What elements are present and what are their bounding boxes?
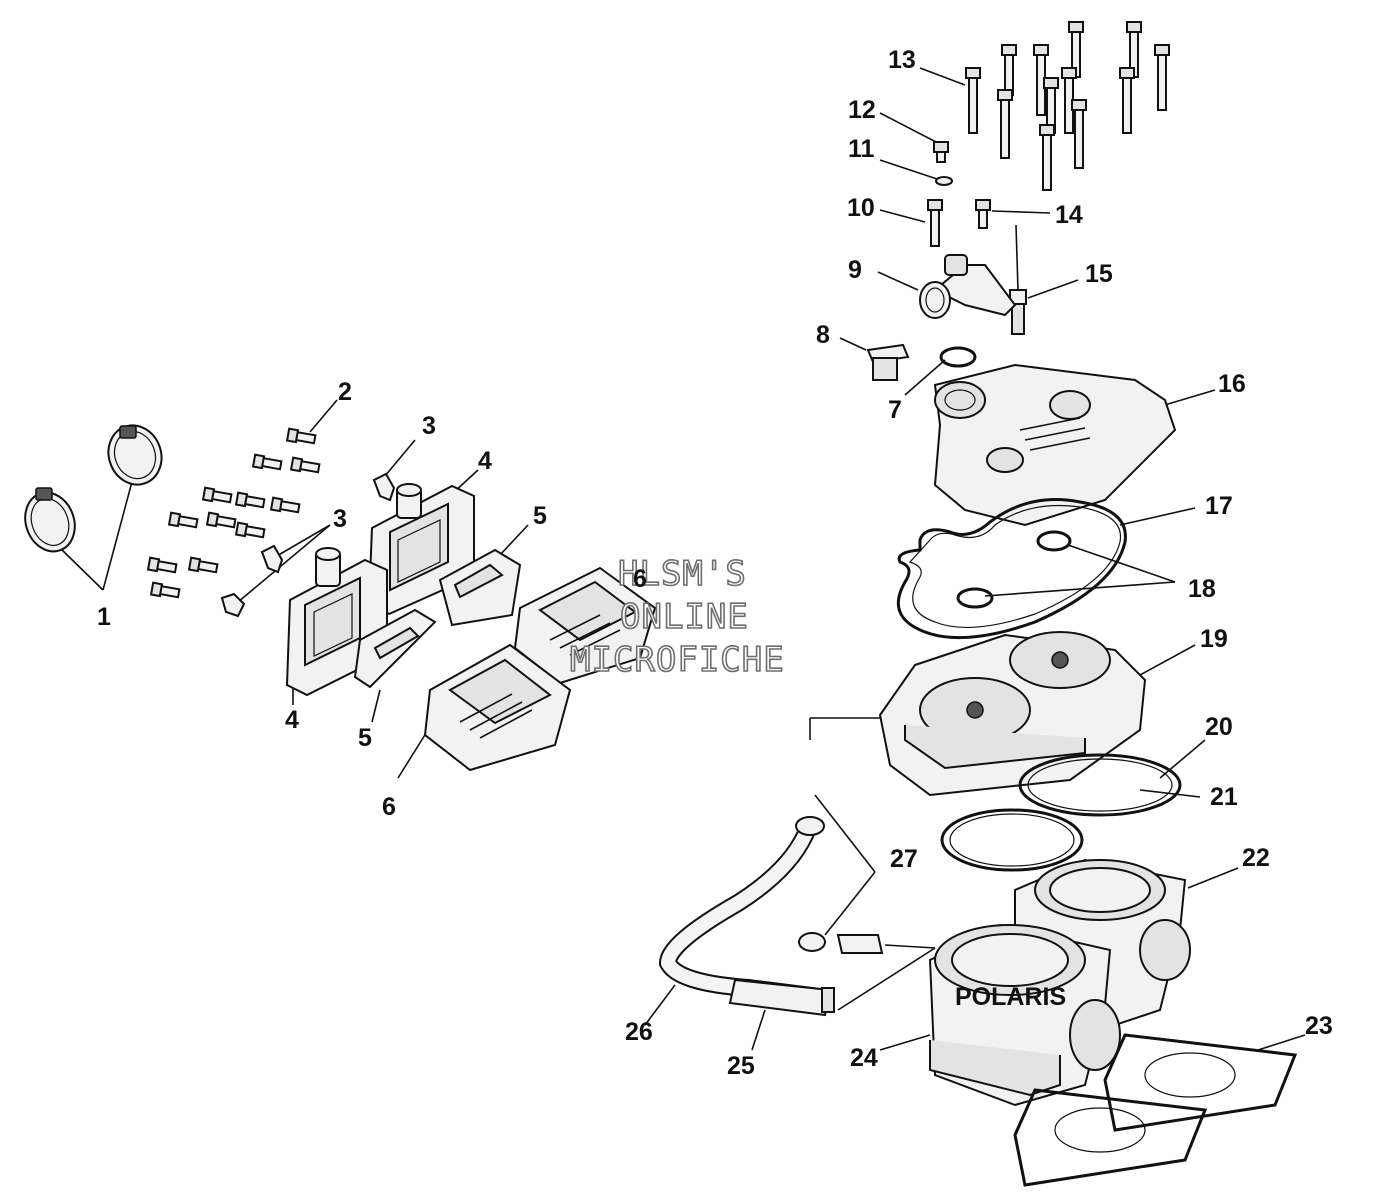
- washer-11: [935, 176, 953, 186]
- callout-26: 26: [625, 1018, 653, 1046]
- cylinder-brand-text: POLARIS: [955, 983, 1066, 1011]
- callout-3: 3: [422, 412, 436, 440]
- watermark-line-1: HLSM'S: [618, 554, 747, 594]
- head-cover-16: [933, 363, 1177, 527]
- leader-lines: [59, 67, 1306, 1051]
- callout-27: 27: [890, 845, 918, 873]
- callout-labels: 1 2 3 3 4 4 5 5 6 6 7 8 9 10 11 12 13 14…: [97, 46, 1333, 1080]
- coolant-hose-26: [658, 824, 830, 1007]
- callout-12: 12: [848, 96, 876, 124]
- reed-stop-5a: [438, 548, 522, 627]
- hose-clamp-1a: [107, 424, 163, 486]
- callout-8: 8: [816, 321, 830, 349]
- callout-1: 1: [97, 603, 111, 631]
- callout-20: 20: [1205, 713, 1233, 741]
- callout-5: 5: [358, 724, 372, 752]
- callout-10: 10: [847, 194, 875, 222]
- callout-6: 6: [382, 793, 396, 821]
- callout-18: 18: [1188, 575, 1216, 603]
- base-gaskets-23: [1013, 1033, 1298, 1187]
- reed-valve-6b: [423, 643, 572, 772]
- callout-9: 9: [848, 256, 862, 284]
- clip-3c: [220, 592, 246, 618]
- temp-sensor-15: [1009, 224, 1027, 335]
- thermostat-housing-9: [919, 254, 1017, 319]
- hose-clamp-1b: [24, 487, 76, 553]
- o-rings-18: [956, 530, 1072, 609]
- callout-3: 3: [333, 505, 347, 533]
- callout-19: 19: [1200, 625, 1228, 653]
- callout-25: 25: [727, 1052, 755, 1080]
- callout-4: 4: [285, 706, 299, 734]
- watermark-line-2: ONLINE: [620, 597, 749, 637]
- callout-22: 22: [1242, 844, 1270, 872]
- watermark-line-3: MICROFICHE: [570, 640, 785, 680]
- cylinder-24: POLARIS: [928, 923, 1121, 1107]
- bolt-10: [927, 199, 943, 247]
- callout-23: 23: [1305, 1012, 1333, 1040]
- callout-11: 11: [848, 135, 875, 163]
- callout-21: 21: [1210, 783, 1238, 811]
- callout-15: 15: [1085, 260, 1113, 288]
- hose-clamps-27: [795, 816, 884, 954]
- clip-3a: [372, 472, 396, 502]
- bolt-12: [933, 141, 949, 163]
- head-gasket-20-21: [940, 753, 1182, 872]
- callout-5: 5: [533, 502, 547, 530]
- bolt-14: [975, 199, 991, 229]
- intake-bolts: [146, 427, 321, 599]
- callout-2: 2: [338, 378, 352, 406]
- callout-13: 13: [888, 46, 916, 74]
- thermostat-8: [866, 343, 910, 381]
- head-gasket-17: [896, 498, 1127, 640]
- reed-stop-5b: [353, 608, 437, 689]
- callout-14: 14: [1055, 201, 1083, 229]
- callout-17: 17: [1205, 492, 1233, 520]
- callout-6: 6: [633, 565, 647, 593]
- hose-fitting-25: [728, 978, 835, 1017]
- callout-7: 7: [888, 396, 902, 424]
- o-ring-7: [939, 346, 977, 368]
- callout-16: 16: [1218, 370, 1246, 398]
- callout-4: 4: [478, 447, 492, 475]
- cylinder-head-19: [878, 631, 1147, 797]
- callout-24: 24: [850, 1044, 878, 1072]
- head-bolts-13: [965, 21, 1170, 191]
- clip-3b: [260, 544, 284, 574]
- watermark: HLSM'S ONLINE MICROFICHE: [569, 553, 785, 681]
